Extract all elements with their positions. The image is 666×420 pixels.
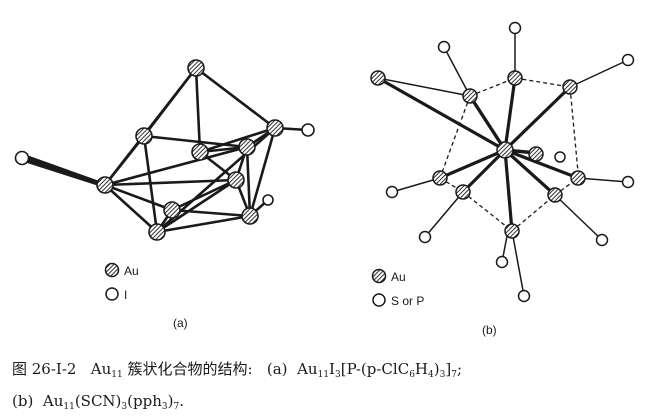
structure-a: Au I (a) — [14, 59, 315, 330]
caption-line-1: 图 26-I-2 Au11 簇状化合物的结构: (a) Au11I3[P-(p-… — [12, 356, 662, 388]
structure-b-gold-atoms — [370, 70, 586, 239]
figure-b-label: (b) — [482, 323, 497, 337]
structure-a-wedge-bond — [24, 154, 105, 188]
structure-a-iodine-atoms — [14, 123, 315, 206]
legend-a-i-label: I — [124, 288, 127, 302]
caption-part-b-formula: Au11(SCN)3(pph3)7. — [42, 392, 184, 412]
structure-b-ligand-atoms — [385, 21, 635, 303]
caption-figure-number: 图 26-I-2 — [12, 360, 77, 378]
structure-b-radial-bonds — [376, 76, 580, 233]
legend-a-au-label: Au — [124, 264, 139, 278]
legend-a-i-marker — [105, 287, 119, 301]
caption-title: 簇状化合物的结构: — [127, 360, 253, 378]
caption-part-a-formula: Au11I3[P-(p-ClC6H4)3]7; — [297, 360, 462, 380]
legend-b-au-label: Au — [391, 270, 406, 284]
structure-b: Au S or P (b) — [370, 21, 635, 337]
legend-b-sp-marker — [372, 293, 386, 307]
caption-line-2: (b) Au11(SCN)3(pph3)7. — [12, 388, 662, 420]
caption-part-b-label: (b) — [12, 392, 34, 410]
caption-cluster: Au11 — [90, 360, 123, 380]
structure-b-ligand-bonds — [377, 27, 629, 297]
legend-a-au-marker — [104, 262, 120, 278]
caption-part-a-label: (a) — [266, 360, 288, 378]
figure-a-label: (a) — [173, 316, 188, 330]
figure-caption: 图 26-I-2 Au11 簇状化合物的结构: (a) Au11I3[P-(p-… — [12, 356, 662, 420]
structure-a-gold-atoms — [96, 59, 284, 241]
legend-b-sp-label: S or P — [391, 294, 424, 308]
legend-b-au-marker — [371, 268, 387, 284]
